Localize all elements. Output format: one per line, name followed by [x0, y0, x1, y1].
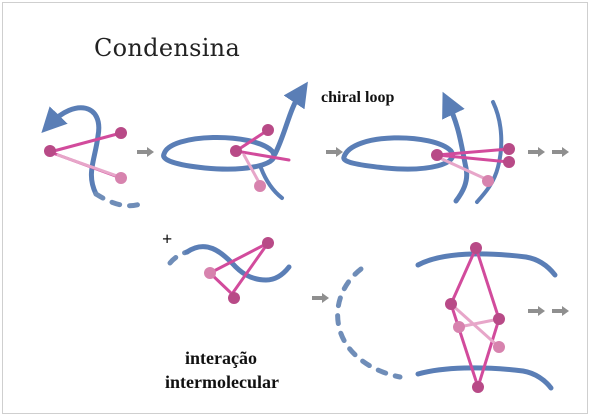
condensin-head-j [482, 175, 494, 187]
condensin-head-c [115, 172, 127, 184]
condensin-head-p [453, 321, 465, 333]
condensin-head-o [445, 298, 457, 310]
condensin-step-3 [344, 102, 515, 202]
intermolecular-label-line-1: interação [185, 348, 257, 368]
condensin-head-i [503, 156, 515, 168]
condensin-head-d [230, 145, 242, 157]
condensin-head-g [431, 149, 443, 161]
continuation-arrow-bottom [528, 306, 569, 316]
condensin-head-b [115, 127, 127, 139]
plus-symbol: + [162, 229, 172, 249]
continuation-arrow-top [528, 147, 569, 157]
arrow-step-2 [326, 147, 343, 157]
condensin-head-l [204, 267, 216, 279]
condensin-head-s [472, 381, 484, 393]
condensin-head-f [254, 180, 266, 192]
condensin-head-n [470, 242, 482, 254]
arrow-step-1 [137, 147, 154, 157]
condensin-step-2 [164, 92, 301, 198]
chiral-loop-label: chiral loop [321, 89, 394, 106]
arrow-step-4 [312, 293, 329, 303]
condensin-intermolecular-result [338, 242, 555, 393]
intermolecular-label-line-2: intermolecular [165, 372, 279, 392]
condensin-head-m [228, 292, 240, 304]
condensin-head-q [493, 313, 505, 325]
condensin-head-e [262, 124, 274, 136]
condensin-head-k [262, 237, 274, 249]
condensin-head-r [493, 341, 505, 353]
condensin-head-a [44, 145, 56, 157]
condensin-intermolecular-start [170, 237, 289, 304]
condensin-head-h [503, 143, 515, 155]
diagram-title: Condensina [94, 34, 240, 62]
condensin-step-1 [44, 108, 146, 206]
